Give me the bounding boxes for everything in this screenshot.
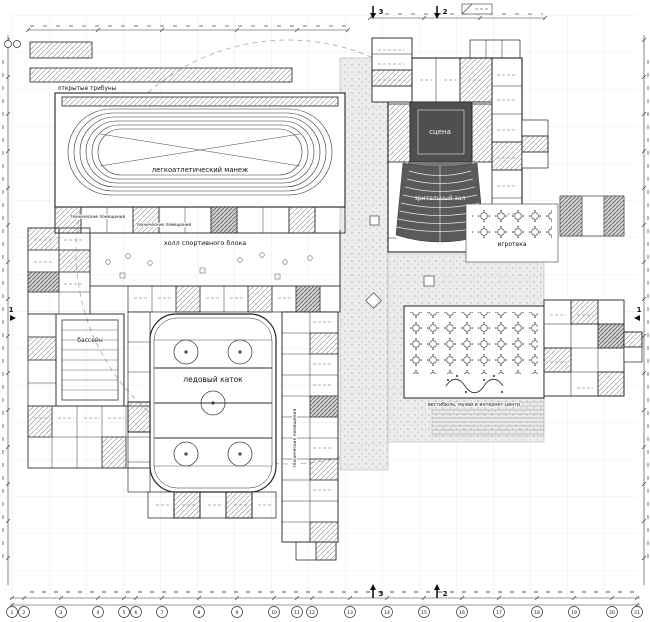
axis-bubble-label: 15 [421,610,427,616]
rooms-under-rink [147,491,277,519]
hall-service-rooms [127,285,341,313]
section-marker-1-right: 1 [637,306,642,314]
axis-bubble-label: 2 [23,610,26,616]
label-athletics-arena: легкоатлетический манеж [152,166,248,174]
stage-pocket [471,103,493,163]
axis-bubble-label: 11 [294,610,300,616]
axis-bubble-label: 10 [271,610,277,616]
label-vestibule: вестибюль, музей и интернет-центр [428,401,520,408]
micro-text [34,49,618,506]
reception-curve [445,378,504,394]
label-pool: бассейн [77,337,103,344]
terrace-steps [431,401,545,437]
axis-bubble-label: 21 [634,610,640,616]
axis-bubble-label: 13 [347,610,353,616]
axis-bubble-label: 5 [123,610,126,616]
athletics-arena-block [29,41,346,234]
indoor-stands [61,96,339,107]
axis-bubble-label: 4 [97,610,100,616]
label-stage: сцена [429,128,451,136]
ice-rink-block [127,311,277,519]
section-marker-2-top: 2 [443,8,448,16]
curve-seats [447,375,503,393]
technical-strip [281,311,339,561]
open-stands-strip [29,67,293,83]
axis-bubbles [4,40,643,618]
dimension-lines [2,13,649,608]
axis-bubble-label: 20 [609,610,615,616]
open-stands-strip [29,41,93,59]
infield-markings [99,133,301,167]
axis-bubble-label: 18 [534,610,540,616]
axis-bubble-label: 1 [11,610,14,616]
orchestra-pit [408,162,472,167]
vestibule-block [403,299,643,399]
hall-furniture [105,252,313,280]
label-sports-hall: холл спортивного блока [164,239,246,247]
stage [409,101,473,163]
plaza-fountain [365,292,382,309]
axis-bubble-left [4,40,12,48]
sports-hall-block [89,230,341,313]
label-ice-rink: ледовый каток [183,375,243,384]
section-marker-1-left: 1 [9,306,14,314]
stage-pocket [387,103,411,163]
axis-bubble-label: 12 [309,610,315,616]
axis-bubble-labels: 1 2 3 4 5 6 7 8 9 10 11 12 13 14 15 16 1… [11,610,640,616]
label-tech-rooms-side: технические помещения [293,409,298,468]
legend-box [461,3,493,15]
label-game-room: игротека [497,241,526,248]
axis-bubble-left [13,40,21,48]
pool-wing [27,227,151,469]
label-tech-rooms-a: технические помещения [70,214,125,219]
axis-bubble-label: 6 [135,610,138,616]
axis-bubble-label: 7 [161,610,164,616]
section-marker-2-bottom: 2 [443,590,448,598]
section-marker-3-bottom: 3 [379,590,384,598]
section-marker-3-top: 3 [379,8,384,16]
faceoff-circles [173,339,253,467]
axis-bubble-label: 3 [60,610,63,616]
label-tech-rooms-b: технические помещения [136,222,191,227]
plaza-feature [423,275,435,287]
plaza-feature [369,215,380,226]
reading-tables [410,312,538,374]
label-open-stands: открытые трибуны [58,86,117,92]
axis-bubble-label: 19 [571,610,577,616]
axis-bubble-label: 14 [384,610,390,616]
axis-bubble-label: 9 [236,610,239,616]
pool-lanes [62,329,118,391]
label-auditorium: зрительный зал [415,195,466,202]
section-markers [10,6,640,598]
axis-bubble-label: 8 [198,610,201,616]
axis-bubble-label: 16 [459,610,465,616]
game-tables [472,210,552,242]
axis-bubble-label: 17 [496,610,502,616]
